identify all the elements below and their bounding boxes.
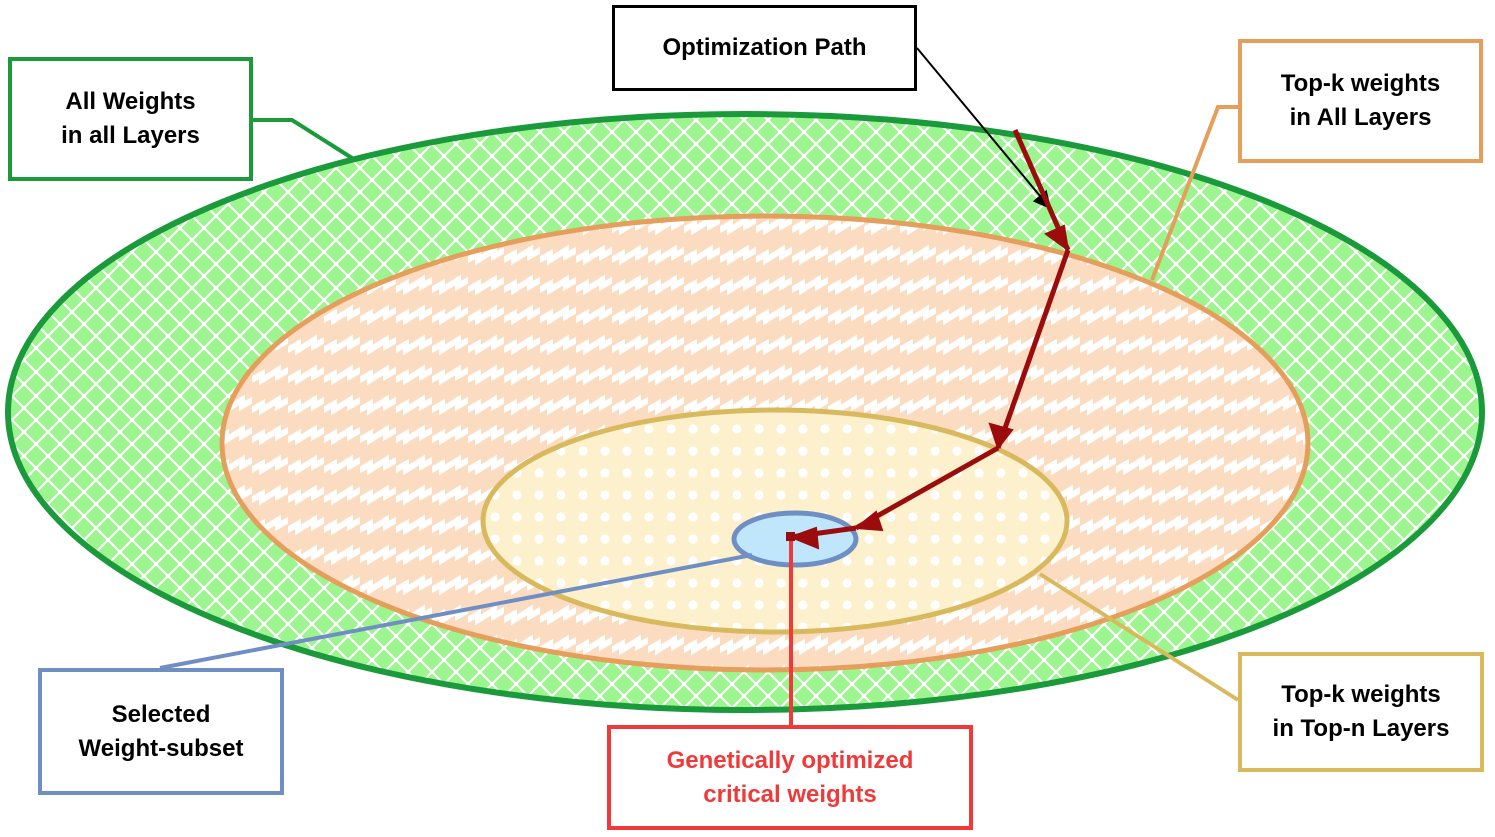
optimization-path-pointer: [916, 47, 1052, 210]
genetic-critical-label-line-1: Genetically optimized: [666, 746, 914, 774]
selected-subset-label-line-1: Selected: [111, 700, 211, 728]
all-weights-label-line-2: in all Layers: [61, 122, 200, 149]
optimization-path-segment-3: [854, 445, 1000, 531]
selected-subset-label: Selected Weight-subset: [38, 668, 284, 795]
optimization-path-label-text: Optimization Path: [662, 34, 867, 61]
optimization-path-arrowhead-3: [853, 510, 884, 532]
selected-subset-label-line-2: Weight-subset: [78, 734, 244, 762]
topk-all-layers-connector: [1150, 105, 1238, 281]
all-weights-connector: [253, 118, 354, 160]
critical-weight-point: [786, 532, 795, 541]
optimization-path-segment-2: [995, 249, 1071, 449]
all-weights-label: All Weights in all Layers: [8, 57, 253, 181]
optimization-path-arrowhead-4: [788, 526, 820, 550]
optimization-path-arrowhead-2: [988, 422, 1014, 451]
topk-topn-layers-label-line-1: Top-k weights: [1281, 681, 1441, 708]
topk-all-layers-label-line-1: Top-k weights: [1280, 70, 1441, 97]
selected-subset-connector: [159, 553, 753, 670]
topk-all-layers-label: Top-k weights in All Layers: [1238, 39, 1483, 163]
optimization-path-label: Optimization Path: [612, 5, 917, 91]
topk-topn-layers-label: Top-k weights in Top-n Layers: [1238, 652, 1484, 772]
genetic-critical-label-line-2: critical weights: [703, 780, 877, 808]
optimization-path-arrowhead-1: [1044, 224, 1070, 253]
topk-topn-layers-connector: [1038, 572, 1240, 702]
genetic-critical-label: Genetically optimized critical weights: [607, 725, 973, 830]
topk-all-layers-label-line-2: in All Layers: [1289, 104, 1432, 131]
all-weights-label-line-1: All Weights: [65, 88, 196, 115]
topk-topn-layers-label-line-2: in Top-n Layers: [1272, 715, 1450, 742]
